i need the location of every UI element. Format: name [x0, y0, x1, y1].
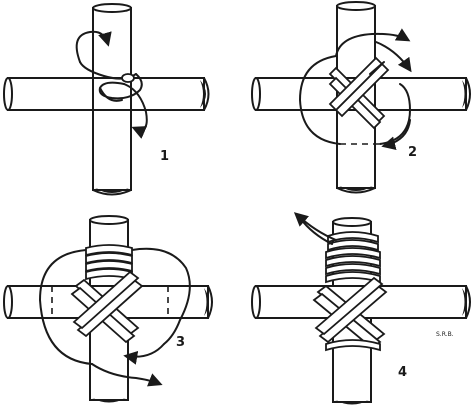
panel-step-2: 2	[251, 1, 471, 194]
rope-finished-lashing	[293, 212, 388, 352]
rope-frapping-loop	[39, 244, 191, 387]
artist-signature: S.R.B.	[436, 331, 454, 338]
rope-clove-hitch	[75, 30, 148, 139]
panel-step-3: 3	[3, 215, 213, 403]
step-number-4: 4	[398, 365, 407, 380]
step-number-3: 3	[176, 335, 185, 350]
step-number-2: 2	[408, 145, 417, 160]
panel-step-4: S.R.B. 4	[251, 212, 471, 405]
rope-square-lashing-wrap	[299, 28, 412, 151]
panel-step-1: 1	[3, 3, 210, 196]
step-number-1: 1	[160, 149, 169, 164]
